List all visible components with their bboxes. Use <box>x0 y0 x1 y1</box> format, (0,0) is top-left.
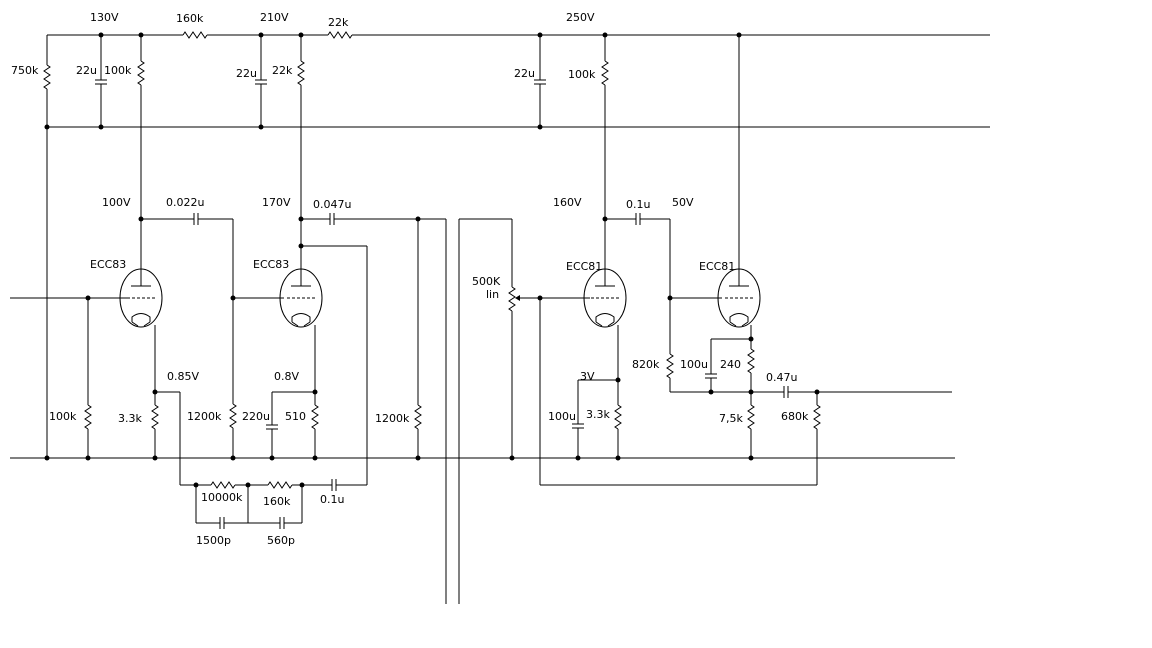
label-560p: 560p <box>267 534 295 547</box>
label-047u: 0.47u <box>766 371 797 384</box>
junction-dots <box>44 32 820 488</box>
resistor-1200k-grid2 <box>229 398 237 434</box>
label-160k: 160k <box>176 12 204 25</box>
resistor-510 <box>311 399 319 435</box>
label-01u-coupling: 0.1u <box>626 198 650 211</box>
label-22k-series: 22k <box>328 16 349 29</box>
label-0022u: 0.022u <box>166 196 204 209</box>
label-50v: 50V <box>672 196 694 209</box>
capacitor-01u-feedback <box>317 478 351 492</box>
capacitor-1500p <box>205 516 239 530</box>
label-100k-plate1: 100k <box>104 64 132 77</box>
label-210v: 210V <box>260 11 289 24</box>
resistor-750k <box>43 59 51 95</box>
resistor-3k3-cathode1 <box>151 399 159 435</box>
label-160v: 160V <box>553 196 582 209</box>
wiring <box>10 34 990 604</box>
label-500k: 500K <box>472 275 501 288</box>
resistor-100k-plate1 <box>137 55 145 91</box>
capacitor-0047u <box>315 212 349 226</box>
label-10000k: 10000k <box>201 491 243 504</box>
label-100k-grid: 100k <box>49 410 77 423</box>
resistor-7k5 <box>747 399 755 435</box>
label-1500p: 1500p <box>196 534 231 547</box>
capacitor-560p <box>265 516 299 530</box>
resistor-820k <box>666 348 674 384</box>
tube-v3 <box>583 268 627 328</box>
label-22u-b: 22u <box>236 67 257 80</box>
label-ecc81-v3: ECC81 <box>566 260 602 273</box>
resistor-240 <box>747 343 755 379</box>
label-lin: lin <box>486 288 499 301</box>
potentiometer-500k <box>508 281 522 317</box>
label-22k-plate2: 22k <box>272 64 293 77</box>
resistor-100k-plate3 <box>601 55 609 91</box>
capacitor-0022u <box>179 212 213 226</box>
resistor-160k-feedback <box>262 481 298 489</box>
label-3v: 3V <box>580 370 595 383</box>
label-08v: 0.8V <box>274 370 299 383</box>
resistor-1200k-out <box>414 399 422 435</box>
label-0047u: 0.047u <box>313 198 351 211</box>
tube-v1 <box>119 268 163 328</box>
label-250v: 250V <box>566 11 595 24</box>
resistor-22k-plate2 <box>297 55 305 91</box>
label-1200k-grid2: 1200k <box>187 410 222 423</box>
label-160k-feedback: 160k <box>263 495 291 508</box>
label-22u-c: 22u <box>514 67 535 80</box>
label-ecc83-v1: ECC83 <box>90 258 126 271</box>
label-510: 510 <box>285 410 306 423</box>
label-1200k-out: 1200k <box>375 412 410 425</box>
label-3k3-cathode1: 3.3k <box>118 412 142 425</box>
label-3k3-cathode3: 3.3k <box>586 408 610 421</box>
label-750k: 750k <box>11 64 39 77</box>
resistor-3k3-cathode3 <box>614 399 622 435</box>
label-ecc81-v4: ECC81 <box>699 260 735 273</box>
resistor-22k-series <box>322 31 358 39</box>
label-680k: 680k <box>781 410 809 423</box>
capacitor-01u-coupling <box>621 212 655 226</box>
tube-v2 <box>279 268 323 328</box>
capacitor-047u <box>769 385 803 399</box>
label-01u-feedback: 0.1u <box>320 493 344 506</box>
tube-v4 <box>717 268 761 328</box>
label-240: 240 <box>720 358 741 371</box>
resistor-10000k <box>205 481 241 489</box>
label-820k: 820k <box>632 358 660 371</box>
label-ecc83-v2: ECC83 <box>253 258 289 271</box>
label-100u-cathode4: 100u <box>680 358 708 371</box>
label-22u-a: 22u <box>76 64 97 77</box>
resistor-680k <box>813 399 821 435</box>
label-170v: 170V <box>262 196 291 209</box>
label-100u-cathode3: 100u <box>548 410 576 423</box>
capacitor-22u-c <box>533 65 547 99</box>
label-100k-plate3: 100k <box>568 68 596 81</box>
label-100v: 100V <box>102 196 131 209</box>
resistor-100k-grid <box>84 399 92 435</box>
label-085v: 0.85V <box>167 370 199 383</box>
label-130v: 130V <box>90 11 119 24</box>
resistor-160k <box>177 31 213 39</box>
label-220u: 220u <box>242 410 270 423</box>
label-7k5: 7,5k <box>719 412 743 425</box>
